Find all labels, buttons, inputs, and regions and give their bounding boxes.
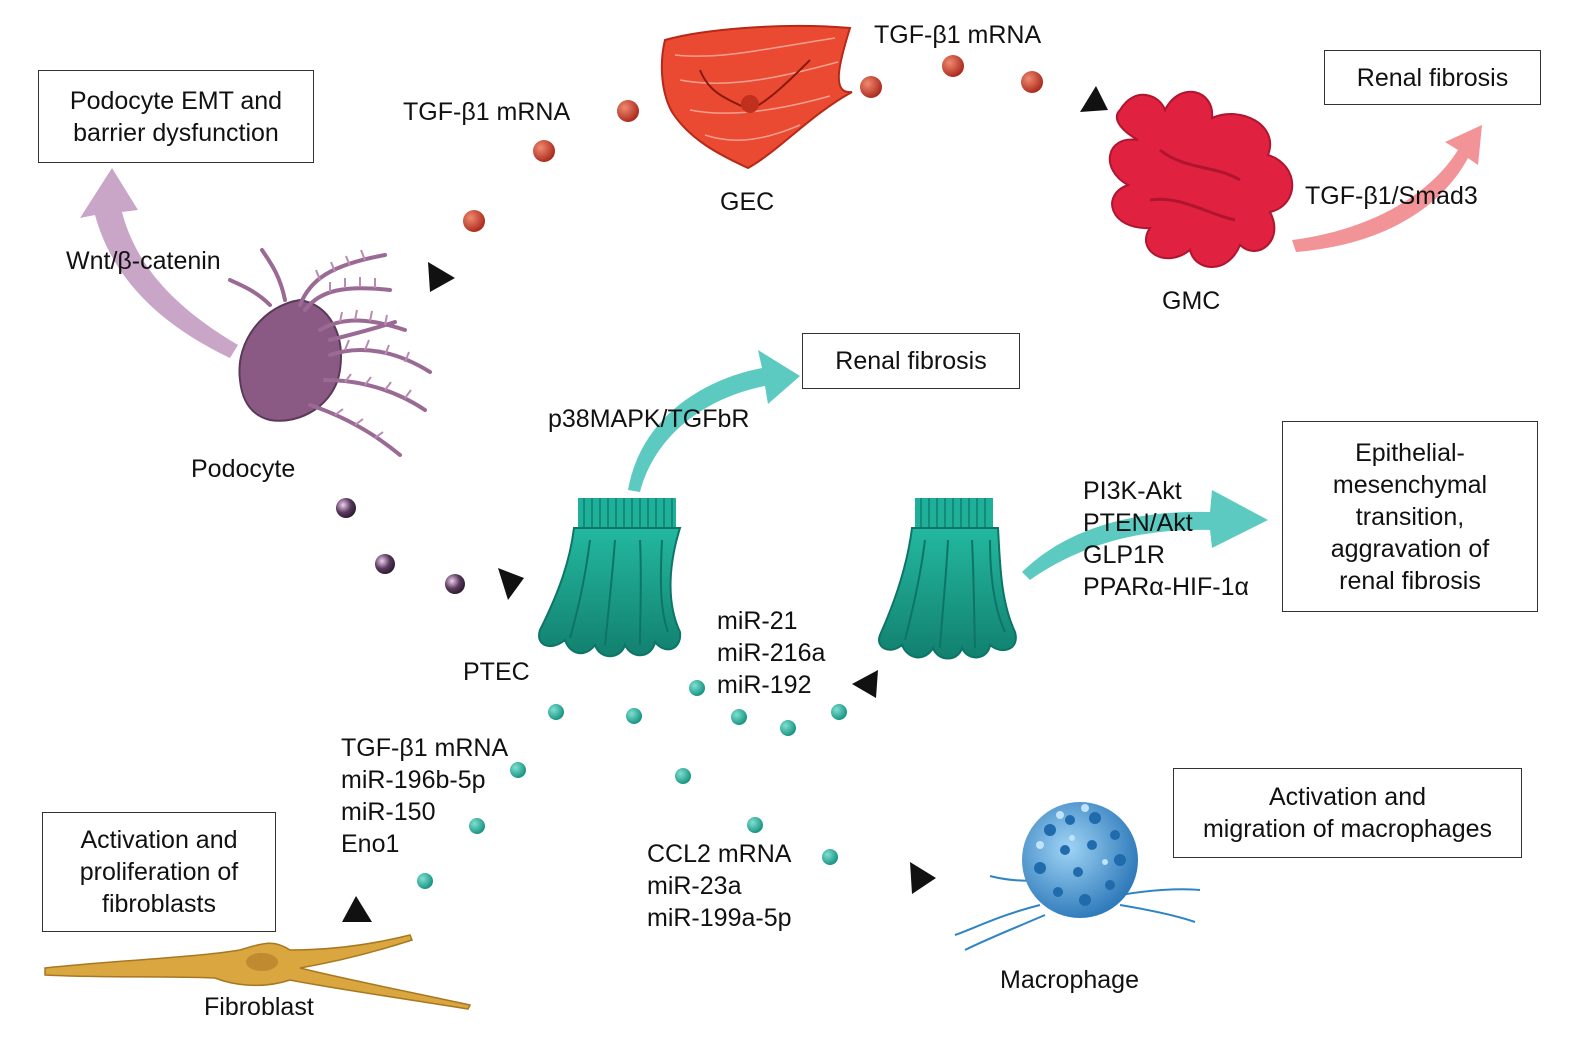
teal-vesicles bbox=[417, 680, 847, 889]
ptec-cell-icon-right bbox=[878, 498, 1017, 660]
arrowhead-to-gmc bbox=[1080, 86, 1108, 112]
cargo-item: miR-199a-5p bbox=[647, 904, 792, 932]
vesicle bbox=[860, 76, 882, 98]
vesicle bbox=[336, 498, 356, 518]
fibroblast-cell-icon bbox=[44, 934, 472, 1010]
podocyte-cell-icon bbox=[228, 248, 432, 457]
vesicle bbox=[747, 817, 763, 833]
arrowhead-to-fibroblast bbox=[342, 896, 372, 922]
ptec-cell-icon bbox=[538, 498, 682, 658]
fibroblast-activation-box: Activation and proliferation of fibrobla… bbox=[42, 812, 276, 932]
wnt-pathway-arrow bbox=[80, 168, 238, 358]
pathway-item: PI3K-Akt bbox=[1083, 477, 1182, 505]
gec-cell-icon bbox=[660, 24, 853, 170]
vesicle bbox=[510, 762, 526, 778]
smad3-pathway-arrow bbox=[1292, 125, 1482, 252]
ptec-pathway-list: PI3K-Akt PTEN/Akt GLP1R PPARα-HIF-1α bbox=[1083, 475, 1249, 603]
arrowhead-to-macrophage bbox=[910, 862, 936, 894]
emt-aggravation-box: Epithelial- mesenchymal transition, aggr… bbox=[1282, 421, 1538, 612]
macrophage-activation-text: Activation and migration of macrophages bbox=[1202, 783, 1493, 843]
vesicle bbox=[469, 818, 485, 834]
pathway-item: PPARα-HIF-1α bbox=[1083, 573, 1249, 601]
pi3k-pathway-arrow bbox=[1022, 490, 1268, 580]
mir-item: miR-21 bbox=[717, 607, 798, 635]
vesicle bbox=[689, 680, 705, 696]
tgf-mrna-label-left: TGF-β1 mRNA bbox=[403, 98, 571, 126]
gmc-cell-icon bbox=[1108, 90, 1294, 268]
vesicle bbox=[417, 873, 433, 889]
cargo-item: Eno1 bbox=[341, 830, 400, 858]
vesicle bbox=[463, 210, 485, 232]
ptec-mir-list: miR-21 miR-216a miR-192 bbox=[717, 605, 825, 701]
renal-fibrosis-top-text: Renal fibrosis bbox=[1356, 63, 1509, 92]
p38-pathway-label: p38MAPK/TGFbR bbox=[548, 405, 750, 433]
pathway-item: PTEN/Akt bbox=[1083, 509, 1193, 537]
smad3-pathway-label: TGF-β1/Smad3 bbox=[1305, 182, 1478, 210]
emt-aggravation-text: Epithelial- mesenchymal transition, aggr… bbox=[1330, 438, 1490, 595]
cargo-item: miR-150 bbox=[341, 798, 436, 826]
macrophage-cell-icon bbox=[954, 802, 1201, 951]
arrowhead-ptec-left bbox=[852, 670, 878, 698]
vesicle bbox=[831, 704, 847, 720]
macrophage-cargo-list: CCL2 mRNA miR-23a miR-199a-5p bbox=[647, 838, 792, 934]
renal-fibrosis-top-box: Renal fibrosis bbox=[1324, 50, 1541, 105]
macrophage-activation-box: Activation and migration of macrophages bbox=[1173, 768, 1522, 858]
vesicle bbox=[617, 100, 639, 122]
ptec-label: PTEC bbox=[463, 658, 530, 686]
vesicle bbox=[822, 849, 838, 865]
fibroblast-label: Fibroblast bbox=[204, 993, 314, 1021]
vesicle bbox=[942, 55, 964, 77]
podocyte-emt-box: Podocyte EMT and barrier dysfunction bbox=[38, 70, 314, 163]
podocyte-label: Podocyte bbox=[191, 455, 296, 483]
vesicle bbox=[375, 554, 395, 574]
vesicle bbox=[675, 768, 691, 784]
cargo-item: CCL2 mRNA bbox=[647, 840, 792, 868]
vesicle bbox=[1021, 71, 1043, 93]
arrowhead-to-ptec bbox=[498, 568, 524, 600]
fibroblast-activation-text: Activation and proliferation of fibrobla… bbox=[79, 826, 239, 918]
vesicle bbox=[626, 708, 642, 724]
pathway-item: GLP1R bbox=[1083, 541, 1165, 569]
cargo-item: TGF-β1 mRNA bbox=[341, 734, 509, 762]
vesicle bbox=[445, 574, 465, 594]
mir-item: miR-192 bbox=[717, 671, 812, 699]
podocyte-vesicles bbox=[336, 498, 465, 594]
p38-pathway-arrow bbox=[628, 350, 800, 492]
gmc-label: GMC bbox=[1162, 287, 1221, 315]
cargo-item: miR-196b-5p bbox=[341, 766, 486, 794]
macrophage-label: Macrophage bbox=[1000, 966, 1139, 994]
arrowhead-to-podocyte bbox=[428, 262, 455, 292]
renal-fibrosis-mid-text: Renal fibrosis bbox=[835, 347, 987, 375]
fibroblast-cargo-list: TGF-β1 mRNA miR-196b-5p miR-150 Eno1 bbox=[341, 732, 508, 860]
vesicle bbox=[780, 720, 796, 736]
vesicle bbox=[533, 140, 555, 162]
red-vesicles bbox=[463, 55, 1043, 232]
wnt-pathway-label: Wnt/β-catenin bbox=[66, 247, 221, 275]
podocyte-emt-text: Podocyte EMT and barrier dysfunction bbox=[69, 86, 283, 147]
gec-label: GEC bbox=[720, 188, 775, 216]
mir-item: miR-216a bbox=[717, 639, 826, 667]
renal-fibrosis-mid-box: Renal fibrosis bbox=[802, 333, 1020, 389]
vesicle bbox=[548, 704, 564, 720]
vesicle bbox=[731, 709, 747, 725]
cargo-item: miR-23a bbox=[647, 872, 742, 900]
tgf-mrna-label-right: TGF-β1 mRNA bbox=[874, 21, 1042, 49]
